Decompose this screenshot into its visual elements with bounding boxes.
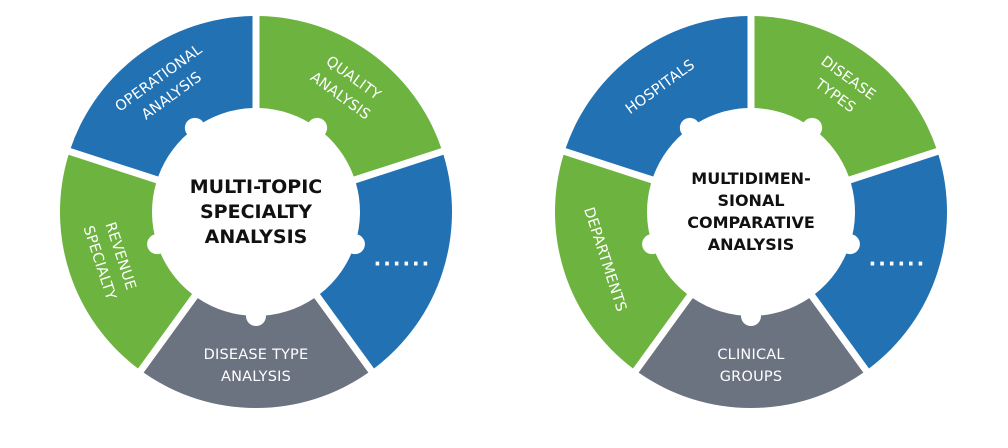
segment-label-dots: ...... (374, 246, 432, 270)
center-notch (642, 234, 663, 255)
center-title-line: MULTI-TOPIC (190, 176, 322, 198)
center-notch (184, 117, 205, 138)
center-notch (344, 234, 365, 255)
center-notch (246, 306, 266, 326)
center-notch (839, 234, 860, 255)
center-notch (741, 306, 761, 326)
segment-clinical-groups: CLINICAL GROUPS (638, 298, 864, 408)
segment-quality-analysis: QUALITYANALYSIS (259, 16, 442, 177)
segment-label-disease-type-analysis: DISEASE TYPE ANALYSIS (204, 347, 309, 385)
center-title-line: SIONAL (717, 191, 784, 210)
segment-label-line: CLINICAL (717, 347, 784, 363)
segment-shape-departments (555, 154, 688, 369)
segment-label-line: ANALYSIS (221, 369, 291, 385)
center-circle (156, 112, 356, 312)
segment-label-line: DISEASE TYPE (204, 347, 309, 363)
segment-label-clinical-groups: CLINICAL GROUPS (717, 347, 784, 385)
segment-label-line: GROUPS (720, 369, 783, 385)
segment-hospitals: HOSPITALS (565, 16, 748, 177)
center-notch (307, 117, 328, 138)
center-title-line: ANALYSIS (708, 235, 794, 254)
center-title-line: ANALYSIS (205, 226, 308, 248)
segment-shape-dots (319, 154, 452, 369)
center-hub: MULTIDIMEN- SIONAL COMPARATIVE ANALYSIS (642, 112, 860, 326)
segment-label-line: ...... (374, 246, 432, 270)
segment-shape-hospitals (565, 16, 748, 177)
segment-shape-clinical-groups (638, 298, 864, 408)
center-notch (802, 117, 823, 138)
center-title: MULTI-TOPIC SPECIALTY ANALYSIS (190, 176, 322, 248)
center-title: MULTIDIMEN- SIONAL COMPARATIVE ANALYSIS (687, 169, 815, 254)
center-title-line: SPECIALTY (200, 201, 312, 223)
segment-shape-disease-types (754, 16, 937, 177)
center-hub: MULTI-TOPIC SPECIALTY ANALYSIS (147, 112, 365, 326)
segment-shape-disease-type-analysis (143, 298, 369, 408)
center-title-line: COMPARATIVE (687, 213, 815, 232)
segment-shape-revenue-specialty (59, 154, 193, 369)
center-circle (651, 112, 851, 312)
center-notch (147, 234, 168, 255)
segment-departments: DEPARTMENTS (555, 154, 688, 369)
center-notch (679, 117, 700, 138)
segment-disease-type-analysis: DISEASE TYPE ANALYSIS (143, 298, 369, 408)
center-title-line: MULTIDIMEN- (691, 169, 810, 188)
segment-revenue-specialty: REVENUESPECIALTY (59, 154, 193, 369)
segment-shape-quality-analysis (259, 16, 442, 177)
segment-shape-operational-analysis (70, 16, 253, 177)
segment-shape-dots (814, 154, 947, 369)
segment-dots: ...... (814, 154, 947, 369)
segment-label-line: ...... (869, 246, 927, 270)
segment-label-dots: ...... (869, 246, 927, 270)
segment-dots: ...... (319, 154, 452, 369)
segment-disease-types: DISEASETYPES (754, 16, 937, 177)
